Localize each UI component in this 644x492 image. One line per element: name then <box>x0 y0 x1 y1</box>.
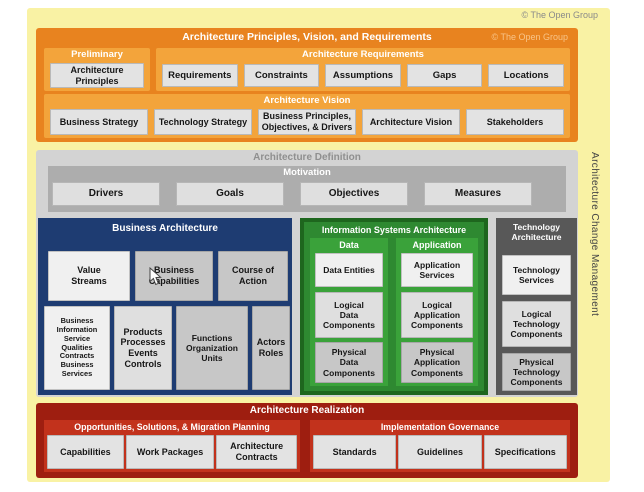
definition-section: Architecture Definition Motivation Drive… <box>36 150 578 397</box>
box-data-entities: Data Entities <box>315 253 383 287</box>
box-technology-services: Technology Services <box>502 255 571 295</box>
osmp-box-row: Capabilities Work Packages Architecture … <box>47 435 297 469</box>
box-stakeholders: Stakeholders <box>466 109 564 135</box>
box-architecture-principles: Architecture Principles <box>50 63 144 88</box>
infosys-architecture-title: Information Systems Architecture <box>321 225 467 235</box>
box-physical-data-components: Physical Data Components <box>315 342 383 383</box>
principles-section: Architecture Principles, Vision, and Req… <box>36 28 578 142</box>
governance-box-row: Standards Guidelines Specifications <box>313 435 567 469</box>
technology-architecture-title: Technology Architecture <box>511 222 562 242</box>
box-products-processes-events-controls: Products Processes Events Controls <box>114 306 172 390</box>
box-work-packages: Work Packages <box>125 435 215 469</box>
business-architecture-panel: Business Architecture Value Streams Busi… <box>38 218 292 395</box>
definition-title: Architecture Definition <box>253 152 361 163</box>
box-logical-technology-components: Logical Technology Components <box>502 301 571 347</box>
vision-title: Architecture Vision <box>263 95 351 106</box>
box-locations: Locations <box>488 64 564 87</box>
governance-panel: Implementation Governance Standards Guid… <box>310 420 570 472</box>
architecture-change-management-label: Architecture Change Management <box>589 152 600 317</box>
technology-architecture-panel: Technology Architecture Technology Servi… <box>496 218 577 395</box>
business-architecture-title: Business Architecture <box>112 223 218 234</box>
box-business-strategy: Business Strategy <box>50 109 148 135</box>
application-column-title: Application <box>412 240 462 250</box>
motivation-title: Motivation <box>283 167 331 178</box>
requirements-title: Architecture Requirements <box>302 49 424 60</box>
box-specifications: Specifications <box>483 435 567 469</box>
box-measures: Measures <box>424 182 532 206</box>
box-goals: Goals <box>176 182 284 206</box>
box-business-principles-objectives-drivers: Business Principles, Objectives, & Drive… <box>258 109 356 135</box>
application-column: Application Application Services Logical… <box>396 238 478 386</box>
box-guidelines: Guidelines <box>398 435 482 469</box>
box-logical-application-components: Logical Application Components <box>401 292 473 338</box>
box-logical-data-components: Logical Data Components <box>315 292 383 338</box>
box-architecture-contracts: Architecture Contracts <box>216 435 297 469</box>
box-constraints: Constraints <box>243 64 320 87</box>
data-column-title: Data <box>339 240 359 250</box>
business-row-2: Business Information Service Qualities C… <box>44 306 290 390</box>
requirements-box-row: Requirements Constraints Assumptions Gap… <box>162 64 564 87</box>
vision-panel: Architecture Vision Business Strategy Te… <box>44 94 570 138</box>
box-gaps: Gaps <box>406 64 483 87</box>
vision-box-row: Business Strategy Technology Strategy Bu… <box>50 109 564 135</box>
box-standards: Standards <box>313 435 397 469</box>
box-assumptions: Assumptions <box>325 64 401 87</box>
cursor-icon <box>149 266 162 291</box>
box-actors-roles: Actors Roles <box>252 306 290 390</box>
motivation-box-row: Drivers Goals Objectives Measures <box>52 182 532 206</box>
copyright-top: © The Open Group <box>521 10 598 20</box>
data-column: Data Data Entities Logical Data Componen… <box>310 238 388 386</box>
governance-title: Implementation Governance <box>380 422 500 432</box>
preliminary-title: Preliminary <box>71 49 123 60</box>
box-drivers: Drivers <box>52 182 160 206</box>
requirements-panel: Architecture Requirements Requirements C… <box>156 48 570 91</box>
box-technology-strategy: Technology Strategy <box>154 109 252 135</box>
box-course-of-action: Course of Action <box>218 251 288 301</box>
box-value-streams: Value Streams <box>48 251 130 301</box>
motivation-panel: Motivation Drivers Goals Objectives Meas… <box>48 166 566 212</box>
realization-section: Architecture Realization Opportunities, … <box>36 403 578 478</box>
box-capabilities: Capabilities <box>47 435 124 469</box>
business-row-1: Value Streams Business Capabilities Cour… <box>48 251 288 301</box>
preliminary-panel: Preliminary Architecture Principles <box>44 48 150 91</box>
box-business-capabilities: Business Capabilities <box>135 251 213 301</box>
copyright-orange: © The Open Group <box>491 32 568 42</box>
box-functions-organization-units: Functions Organization Units <box>176 306 248 390</box>
principles-title: Architecture Principles, Vision, and Req… <box>182 31 432 43</box>
box-architecture-vision: Architecture Vision <box>362 109 460 135</box>
box-application-services: Application Services <box>401 253 473 287</box>
box-requirements: Requirements <box>162 64 238 87</box>
box-physical-technology-components: Physical Technology Components <box>502 353 571 391</box>
osmp-panel: Opportunities, Solutions, & Migration Pl… <box>44 420 300 472</box>
box-physical-application-components: Physical Application Components <box>401 342 473 383</box>
infosys-architecture-panel: Information Systems Architecture Data Da… <box>300 218 488 395</box>
osmp-title: Opportunities, Solutions, & Migration Pl… <box>74 422 270 432</box>
box-business-information-services: Business Information Service Qualities C… <box>44 306 110 390</box>
box-objectives: Objectives <box>300 182 408 206</box>
realization-title: Architecture Realization <box>249 405 365 416</box>
